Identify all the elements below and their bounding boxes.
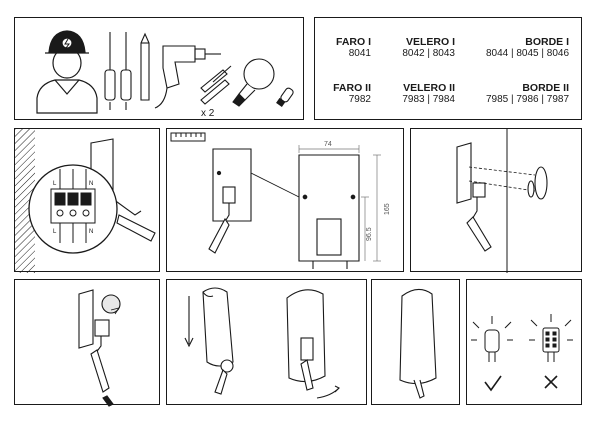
step-2-mount-panel (410, 128, 582, 273)
lamp-large-icon (298, 154, 360, 269)
model-borde-ii: BORDE II 7985 | 7986 | 7987 (485, 82, 569, 105)
leader-line (250, 172, 300, 198)
dimensions-panel: 74 165 96.5 (166, 128, 404, 272)
g9-bulb-icon (276, 87, 294, 107)
wire-label-n: N (89, 229, 93, 235)
model-faro-ii: FARO II 7982 (333, 82, 371, 105)
cross-icon (544, 375, 558, 389)
shade-icon (202, 287, 234, 367)
mount-illustration (456, 129, 548, 273)
model-velero-ii: VELERO II 7983 | 7984 (402, 82, 455, 105)
bulb-comparison-illustration (471, 314, 573, 392)
lamp-arm-icon (214, 359, 234, 395)
tools-panel: x 2 (14, 17, 304, 120)
screw-anchor-icon (527, 166, 548, 200)
arrow-icon (110, 307, 121, 315)
tools-illustration: x 2 (36, 30, 294, 119)
step-1-wiring-panel: L N L N (14, 128, 160, 273)
model-borde-i: BORDE I 8044 | 8045 | 8046 (485, 36, 569, 59)
led-bulb-icon (529, 314, 573, 362)
drill-icon (154, 45, 221, 109)
lamp-base-icon (456, 142, 492, 252)
terminal-block-icon (50, 169, 96, 243)
screwdriver-icon (104, 32, 132, 110)
step-4-shade-panel (166, 279, 367, 405)
wall-plug-icon (200, 65, 232, 105)
models-panel: FARO I 8041 VELERO I 8042 | 8043 BORDE I… (314, 17, 582, 120)
lamp-base-icon (78, 289, 121, 407)
model-faro-i: FARO I 8041 (335, 36, 371, 59)
wire-label-n: N (89, 181, 93, 187)
bulb-install-illustration (78, 289, 121, 407)
dimension-offset: 96.5 (366, 227, 373, 241)
warning-panel (466, 279, 582, 405)
wall-hatch (15, 129, 35, 273)
quantity-label: x 2 (201, 108, 215, 119)
dimensions-illustration: 74 165 96.5 (170, 132, 391, 269)
electrician-icon (36, 30, 98, 114)
shade-icon (399, 288, 437, 399)
shade-install-illustration (184, 287, 340, 399)
rotate-arrow-icon (316, 387, 340, 399)
lamp-small-icon (208, 148, 252, 254)
pencil-icon (140, 32, 150, 101)
bulb-icon (232, 58, 275, 107)
model-velero-i: VELERO I 8042 | 8043 (402, 36, 455, 59)
dimension-height: 165 (384, 203, 391, 215)
wire-label-l: L (53, 229, 57, 235)
finished-lamp-illustration (399, 288, 437, 399)
check-icon (484, 375, 502, 392)
step-5-finished-panel (371, 279, 460, 405)
alignment-lines (468, 166, 536, 192)
dimension-width: 74 (324, 141, 332, 148)
dimension-lines (298, 145, 381, 262)
ruler-icon (170, 132, 206, 142)
wire-label-l: L (53, 181, 57, 187)
wiring-illustration: L N L N (15, 129, 156, 273)
shade-rotated-icon (286, 289, 326, 391)
halogen-bulb-icon (471, 316, 513, 362)
step-3-bulb-panel (14, 279, 160, 407)
